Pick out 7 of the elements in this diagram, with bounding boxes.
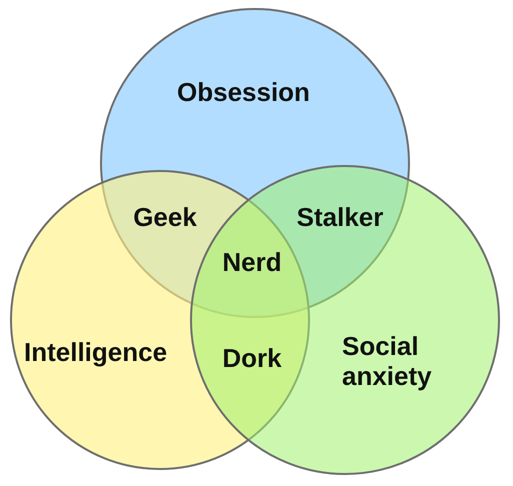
intersection-label: Nerd [222,247,282,277]
set-label: Intelligence [24,337,168,367]
intersection-label: Dork [222,343,282,373]
intersection-label: Geek [133,202,197,232]
set-label: Obsession [177,77,311,107]
intersection-label: Stalker [296,202,384,232]
set-label: Social anxiety [342,331,433,391]
